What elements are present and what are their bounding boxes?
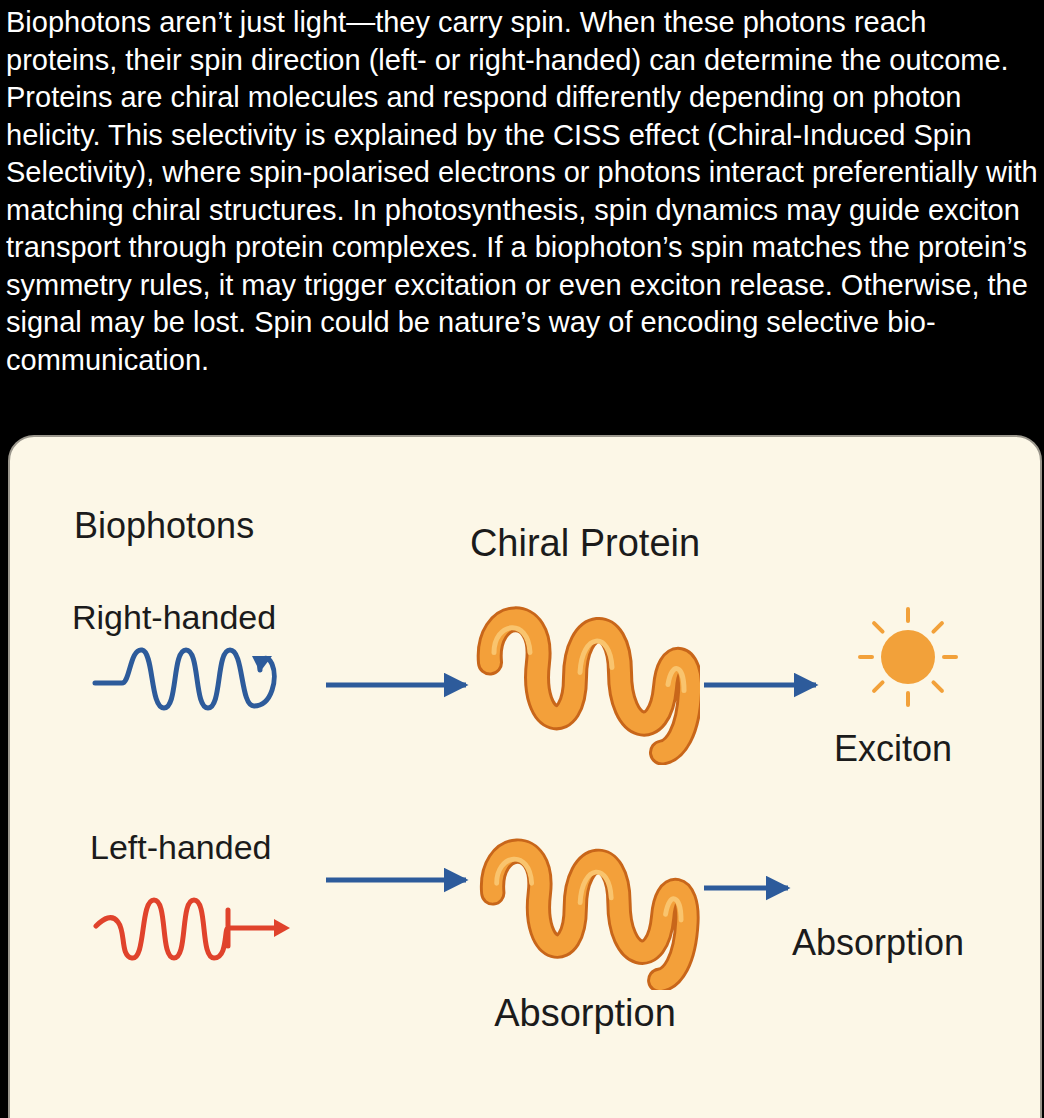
node-label: Exciton (834, 728, 952, 770)
right-handed-photon: Right-handed (60, 598, 322, 723)
chiral-protein: Absorption (470, 825, 700, 990)
node-label: Left-handed (90, 828, 272, 867)
exciton-sun: Exciton (820, 605, 995, 770)
flow-arrow (326, 878, 466, 883)
node-label: Right-handed (72, 598, 276, 637)
node-label: Absorption (792, 922, 964, 964)
flow-arrow (704, 886, 788, 891)
node-label: Chiral Protein (470, 522, 700, 565)
diagram-title: Biophotons (74, 505, 254, 547)
node-label: Absorption (494, 992, 676, 1035)
protein-helix (470, 825, 700, 990)
absorption-output: Absorption (792, 868, 1012, 968)
chiral-protein: Chiral Protein (470, 590, 700, 765)
protein-helix (470, 590, 700, 765)
flow-arrow (704, 683, 816, 688)
left-handed-photon: Left-handed (60, 828, 322, 978)
flow-arrow (326, 683, 466, 688)
intro-paragraph: Biophotons aren’t just light—they carry … (6, 4, 1038, 379)
